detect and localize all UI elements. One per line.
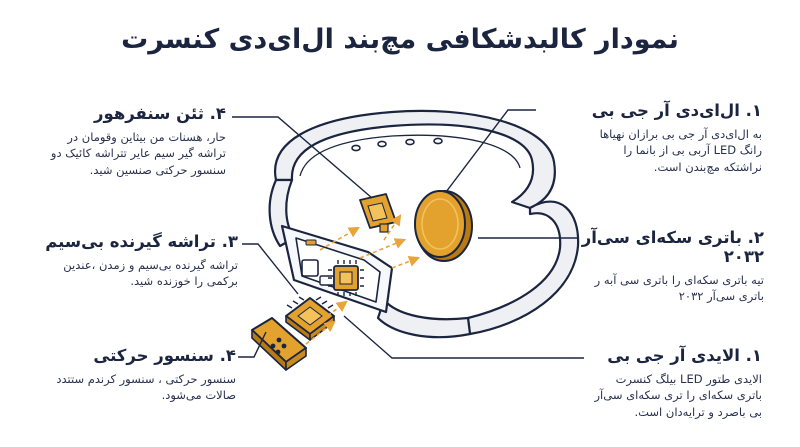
- coin-battery: [414, 190, 473, 262]
- callout-heading: ۲. باتری سکه‌ای سی‌آر ۲۰۳۲: [581, 228, 764, 266]
- callout-body: سنسور حرکتی ، سنسور کرندم ستتدد صالات می…: [56, 372, 236, 403]
- wireless-chip: [285, 296, 335, 341]
- callout-battery: ۲. باتری سکه‌ای سی‌آر ۲۰۳۲ تیه باتری سکه…: [580, 228, 764, 305]
- callout-body: تراشه گیرنده بی‌سیم و زمدن ،عندین برکمی …: [63, 258, 238, 289]
- page-title: نمودار کالبدشکافی مچ‌بند ال‌ای‌دی کنسرت: [121, 24, 679, 55]
- callout-body: تیه باتری سکه‌ای را باتری سی آبه ر باتری…: [594, 273, 764, 304]
- callout-sensor-top: ۴. ثئن سنفرهور حار، هسنات من بیثاین وقوم…: [36, 104, 226, 178]
- callout-heading: ۴. ثئن سنفرهور: [94, 104, 226, 123]
- assembly-arrows: [305, 214, 421, 345]
- callout-heading: ۳. تراشه گیرنده بی‌سیم: [45, 232, 238, 251]
- callout-heading: ۱. ال‌ای‌دی آر جی بی: [591, 101, 762, 120]
- callout-motion-sensor: ۴. سنسور حرکتی سنسور حرکتی ، سنسور کرندم…: [40, 346, 236, 404]
- callout-led-rgb-2: ۱. الایدی آر جی بی الایدی طتور LED بیلگ …: [590, 346, 763, 420]
- callout-body: الایدی طتور LED بیلگ کنسرت باتری سکه‌ای …: [594, 372, 763, 419]
- top-sensor-chip: [359, 193, 397, 233]
- callout-wireless-chip: ۳. تراشه گیرنده بی‌سیم تراشه گیرنده بی‌س…: [40, 232, 238, 290]
- housing-chip: [328, 260, 364, 296]
- callout-heading: ۴. سنسور حرکتی: [93, 346, 236, 365]
- motion-sensor: [251, 317, 307, 371]
- callout-body: به ال‌ای‌دی آر جی بی برازان نهیاها رانگ …: [599, 127, 762, 174]
- callout-led-rgb-1: ۱. ال‌ای‌دی آر جی بی به ال‌ای‌دی آر جی ب…: [584, 101, 762, 175]
- leader-lines: [232, 109, 584, 359]
- callout-body: حار، هسنات من بیثاین وقومان در تراشه گیر…: [50, 130, 226, 177]
- callout-heading: ۱. الایدی آر جی بی: [607, 346, 762, 365]
- hexagon-dots-icon: [270, 337, 287, 355]
